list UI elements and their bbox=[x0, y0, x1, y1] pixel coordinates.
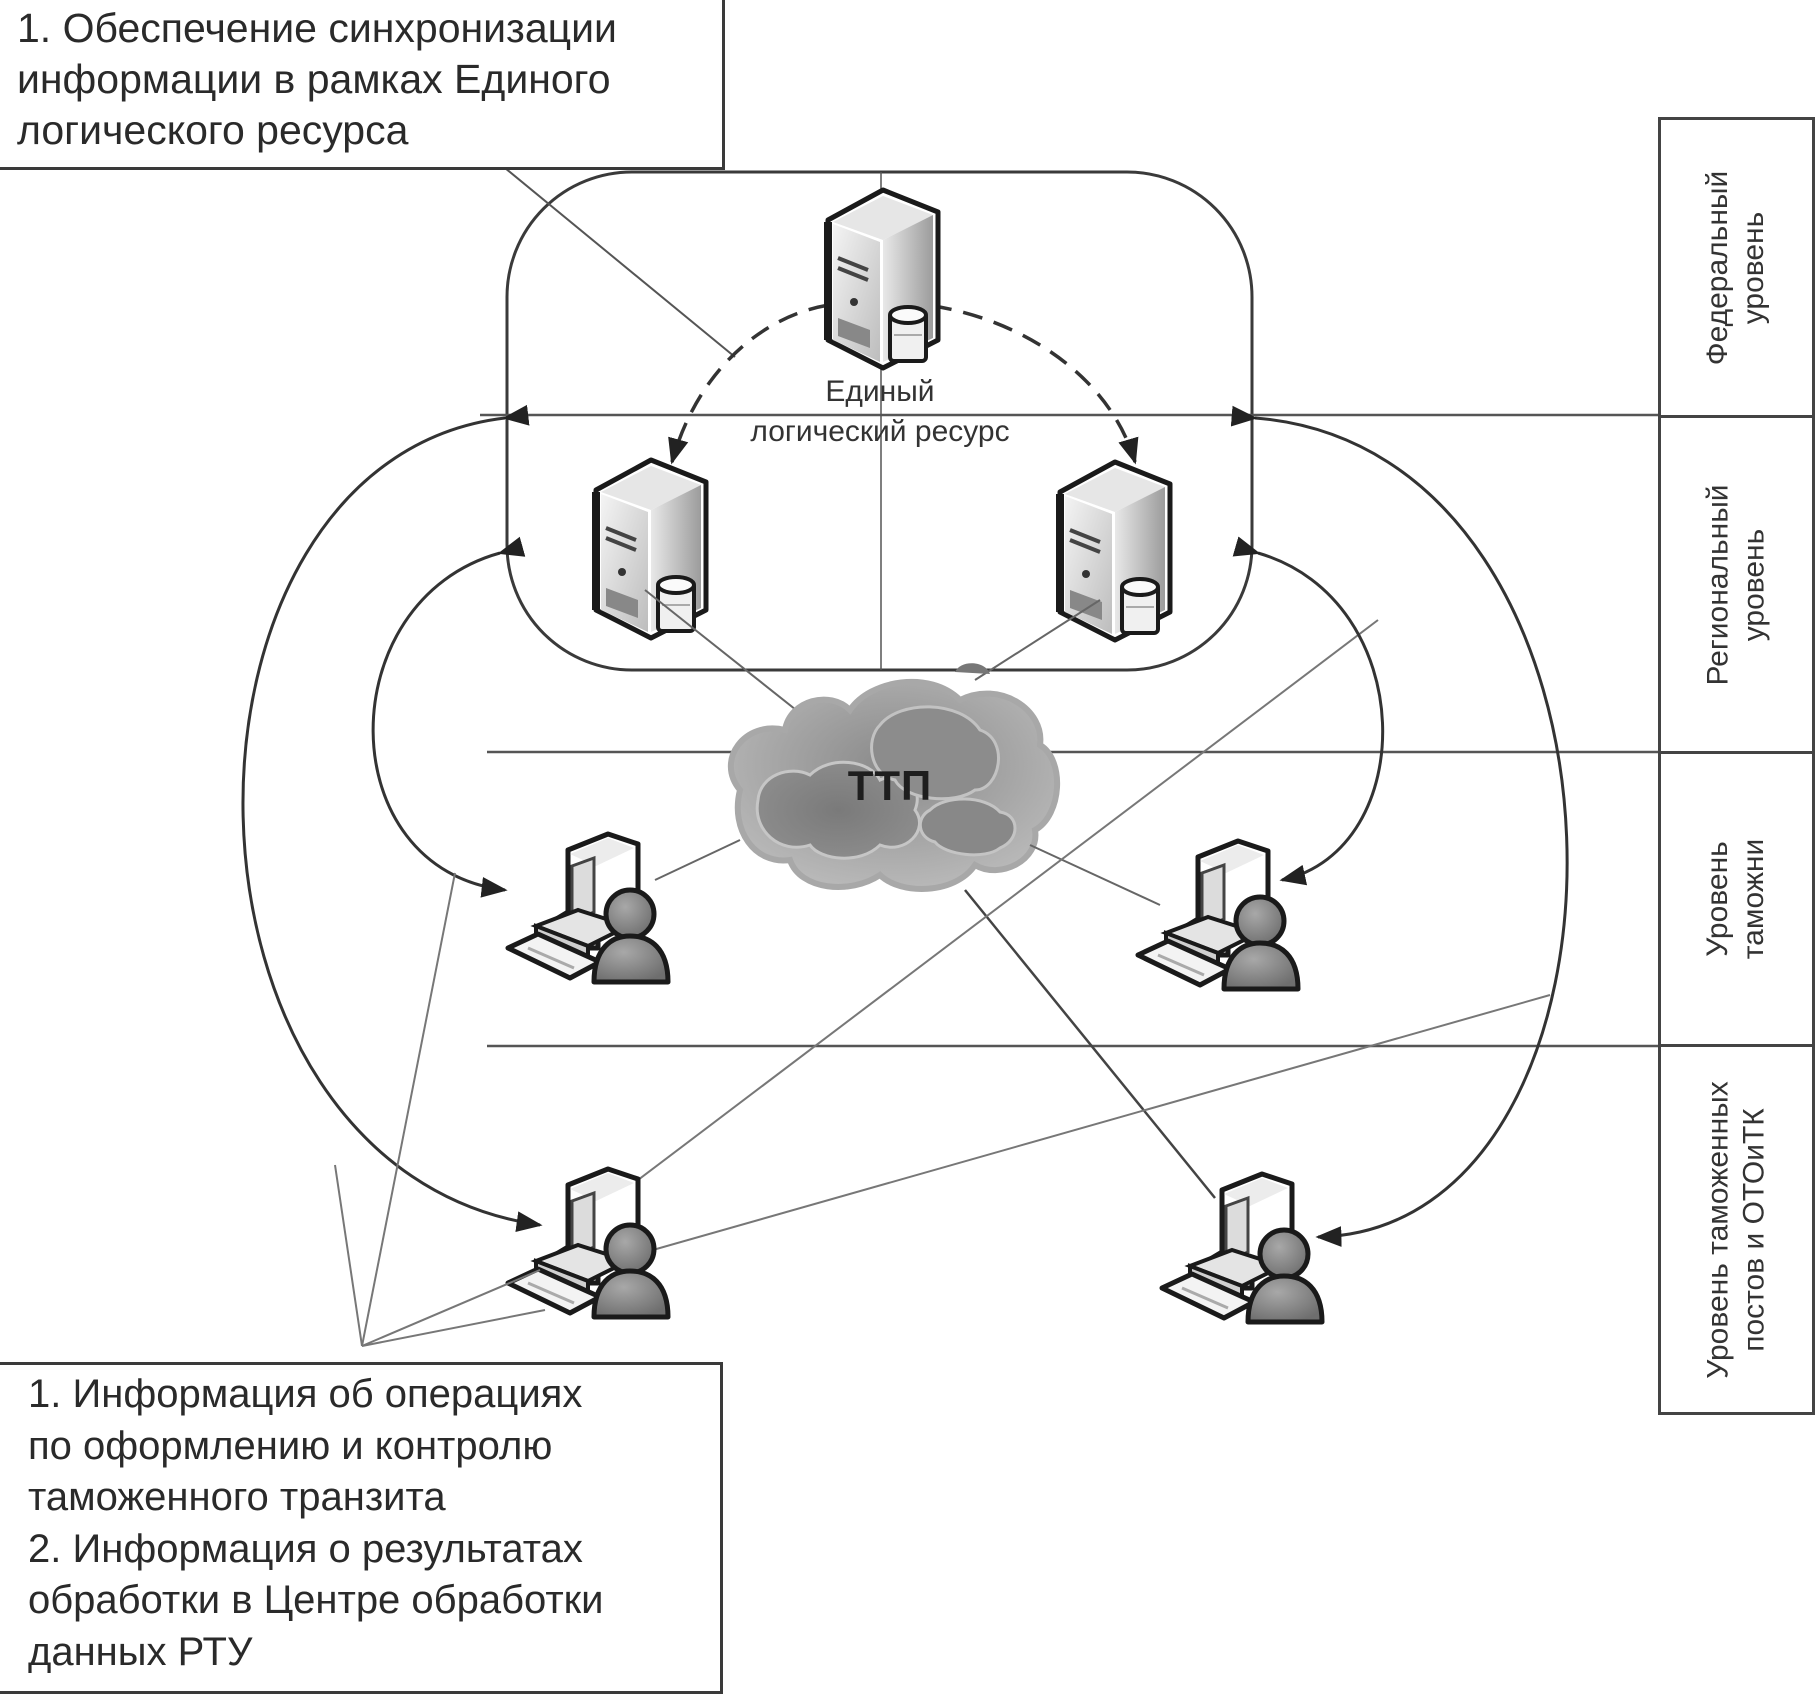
level-regional: Региональный уровень bbox=[1658, 415, 1815, 754]
server-federal-icon bbox=[828, 190, 938, 368]
workstation-customs-left-icon bbox=[508, 834, 668, 982]
link-cloud-ws-bottom-right bbox=[964, 889, 1216, 1199]
link-cloud-ws-left bbox=[654, 839, 741, 881]
bottom-callout-leaders bbox=[334, 872, 546, 1347]
callout-line: 2. Информация о результатах bbox=[28, 1526, 583, 1571]
link-left-server-cloud bbox=[644, 589, 816, 726]
level-column: Федеральный уровень Региональный уровень… bbox=[1658, 117, 1815, 1415]
level-label: Региональный bbox=[1701, 483, 1735, 686]
level-label: постов и ОТОиТК bbox=[1737, 1107, 1771, 1352]
arc-inner-left bbox=[371, 536, 526, 898]
callout-line: 1. Обеспечение синхронизации bbox=[17, 5, 617, 51]
cloud-network-icon bbox=[727, 663, 1061, 892]
level-label: Уровень таможенных bbox=[1701, 1080, 1735, 1379]
level-federal: Федеральный уровень bbox=[1658, 117, 1815, 418]
level-label: таможни bbox=[1737, 838, 1771, 960]
link-right-server-cloud bbox=[974, 599, 1101, 681]
arc-inner-right bbox=[1232, 536, 1384, 886]
arc-outer-left bbox=[241, 404, 543, 1232]
central-resource-label: Единый логический ресурс bbox=[680, 372, 1080, 452]
callout-line: логического ресурса bbox=[17, 107, 409, 153]
information-callout: 1. Информация об операциях по оформлению… bbox=[0, 1362, 723, 1694]
sync-callout: 1. Обеспечение синхронизации информации … bbox=[0, 0, 725, 170]
link-cloud-ws-right bbox=[1029, 844, 1161, 906]
arc-outer-right bbox=[1230, 405, 1569, 1247]
level-customs: Уровень таможни bbox=[1658, 751, 1815, 1047]
workstation-post-left-icon bbox=[508, 1169, 668, 1317]
sync-arc-left bbox=[668, 301, 861, 465]
callout-line: обработки в Центре обработки bbox=[28, 1578, 604, 1622]
top-callout-leader bbox=[504, 167, 736, 358]
workstation-customs-right-icon bbox=[1138, 841, 1298, 989]
workstation-post-right-icon bbox=[1162, 1174, 1322, 1322]
level-label: уровень bbox=[1737, 528, 1771, 641]
callout-line: данных РТУ bbox=[28, 1629, 253, 1674]
diagonal-line-2 bbox=[599, 994, 1551, 1266]
callout-line: по оформлению и контролю bbox=[28, 1423, 553, 1468]
level-label: Уровень bbox=[1701, 841, 1735, 957]
central-resource-label-line: логический ресурс bbox=[750, 415, 1010, 448]
level-customs-posts: Уровень таможенных постов и ОТОиТК bbox=[1658, 1044, 1815, 1415]
network-label: ТТП bbox=[847, 762, 933, 809]
callout-line: информации в рамках Единого bbox=[17, 56, 611, 102]
server-regional-left-icon bbox=[596, 460, 706, 638]
level-label: уровень bbox=[1737, 211, 1771, 324]
callout-line: 1. Информация об операциях bbox=[28, 1372, 583, 1416]
server-regional-right-icon bbox=[1060, 462, 1170, 640]
callout-line: таможенного транзита bbox=[28, 1475, 446, 1519]
level-label: Федеральный bbox=[1701, 170, 1735, 365]
central-resource-label-line: Единый bbox=[825, 375, 935, 408]
